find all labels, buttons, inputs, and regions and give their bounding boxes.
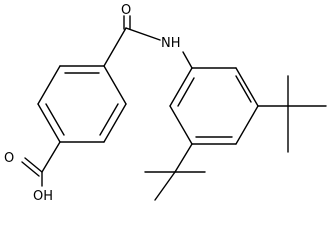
ring1-bond-5 bbox=[37, 65, 61, 105]
acid-carbonyl-oxygen-label: O bbox=[4, 151, 14, 166]
amide-group: O NH bbox=[103, 3, 193, 69]
chemical-structure-canvas: O NH O OH bbox=[4, 3, 327, 204]
ring2-bond-6 bbox=[169, 67, 193, 107]
ring2-bond-5 bbox=[169, 105, 193, 145]
ring2-bond-3 bbox=[235, 105, 259, 145]
acid-carbonyl-double-2 bbox=[21, 161, 40, 177]
ring2-inner-double-1 bbox=[235, 75, 252, 103]
ring1-inner-double-3 bbox=[45, 103, 65, 136]
ring2-inner-double-3 bbox=[177, 77, 195, 107]
carbonyl-to-nitrogen-bond bbox=[125, 27, 161, 41]
ring1-inner-double-2 bbox=[99, 103, 119, 136]
carbonyl-oxygen-label: O bbox=[121, 3, 131, 18]
benzoic-ring bbox=[37, 65, 127, 143]
ring-to-acid-bond bbox=[41, 141, 61, 173]
ring1-bond-4 bbox=[37, 103, 61, 143]
ring2-bond-2 bbox=[235, 67, 259, 107]
tert-butyl-right bbox=[257, 75, 327, 153]
ring-to-carbonyl-bond bbox=[103, 27, 127, 67]
ring1-bond-2 bbox=[103, 103, 127, 143]
acid-hydroxyl-label: OH bbox=[33, 189, 53, 204]
di-tert-butylphenyl-ring bbox=[169, 67, 259, 145]
tbu-bottom-methyl-down bbox=[154, 171, 176, 201]
amide-nitrogen-label: NH bbox=[161, 36, 181, 51]
tbu-bottom-attach-bond bbox=[174, 143, 193, 173]
ring1-bond-1 bbox=[103, 65, 127, 105]
nitrogen-to-ring-bond bbox=[182, 51, 193, 69]
carboxylic-acid-group: O OH bbox=[4, 141, 61, 204]
tert-butyl-bottom bbox=[144, 143, 206, 201]
acid-carbonyl-double-1 bbox=[24, 157, 43, 173]
